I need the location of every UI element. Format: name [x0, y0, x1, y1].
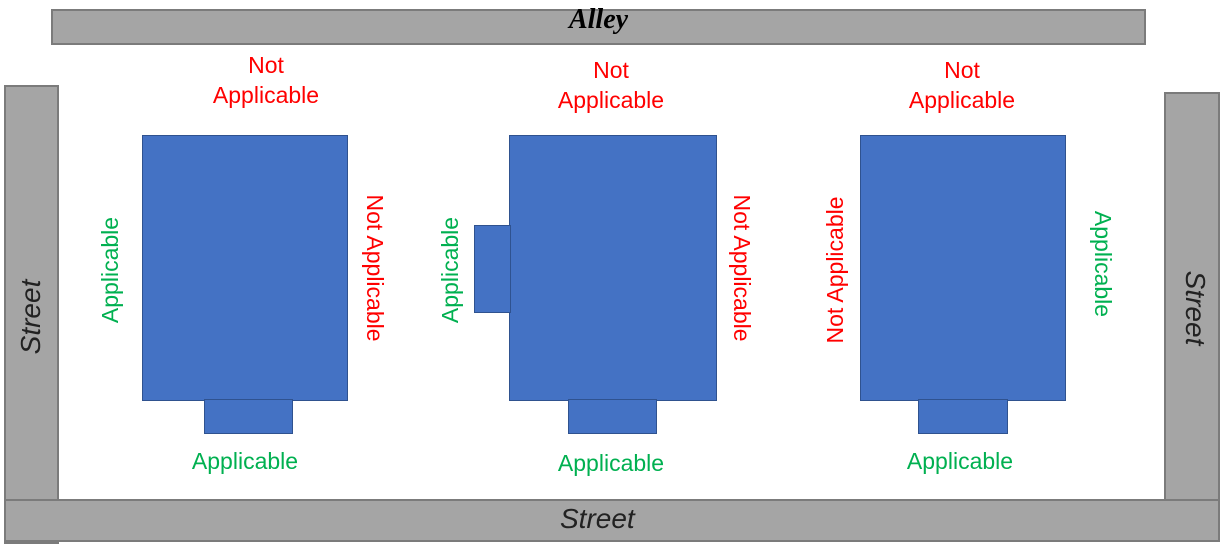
lot3-front-projection [918, 399, 1008, 434]
lot1-top-label: Not Applicable [176, 51, 356, 111]
lot3-bottom-label: Applicable [906, 448, 1014, 474]
lot2-front-projection [568, 399, 657, 434]
lot2-top-label-line1: Not [593, 57, 629, 83]
alley-road [51, 9, 1146, 45]
lot1-top-label-line2: Applicable [212, 81, 320, 108]
lot3-top-label-line1: Not [944, 57, 980, 83]
alley-label: Alley [568, 4, 629, 35]
lot1-front-projection [204, 399, 293, 434]
lot3-top-label-line2: Applicable [908, 86, 1016, 113]
lot3-building [860, 135, 1066, 401]
lot2-side-projection [474, 225, 511, 313]
lot1-top-label-line1: Not [248, 52, 284, 78]
lot3-left-label: Not Applicable [822, 196, 849, 344]
lot2-left-label: Applicable [437, 216, 464, 324]
lot2-bottom-label: Applicable [557, 450, 665, 476]
street-left-label: Street [15, 279, 46, 355]
lot2-top-label-line2: Applicable [557, 86, 665, 113]
lot1-building [142, 135, 348, 401]
lot1-left-label: Applicable [97, 216, 124, 324]
lot2-top-label: Not Applicable [521, 56, 701, 116]
street-left-road [4, 85, 59, 544]
lot2-building [509, 135, 717, 401]
street-bottom-road [4, 499, 1220, 542]
street-right-label: Street [1180, 270, 1211, 346]
lot1-right-label: Not Applicable [361, 194, 388, 342]
lot3-right-label: Applicable [1089, 210, 1116, 318]
lot1-bottom-label: Applicable [191, 448, 299, 474]
lot3-top-label: Not Applicable [872, 56, 1052, 116]
street-bottom-label: Street [560, 503, 635, 534]
lot2-right-label: Not Applicable [728, 194, 755, 342]
